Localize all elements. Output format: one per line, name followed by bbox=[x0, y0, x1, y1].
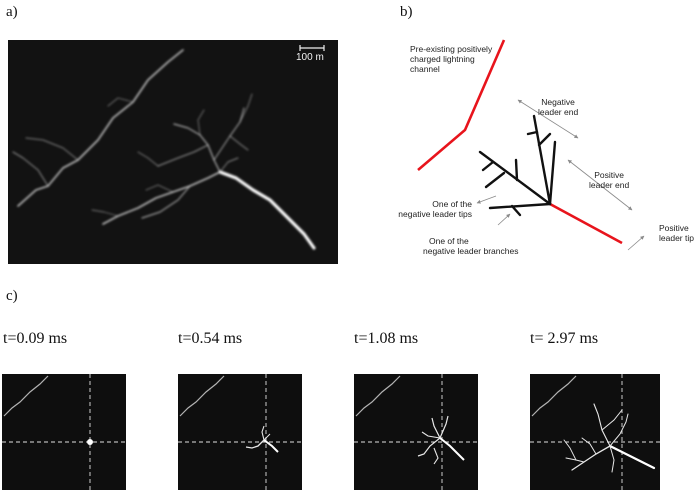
positive-leader-tip-label: Positive leader tip bbox=[659, 223, 694, 243]
positive-leader-line bbox=[549, 202, 623, 245]
lightning-photo-graphic bbox=[8, 40, 338, 264]
frame-4-image bbox=[530, 374, 660, 490]
panel-label-a: a) bbox=[6, 4, 18, 20]
frame-3-image bbox=[354, 374, 478, 490]
frame-4-time: t= 2.97 ms bbox=[530, 330, 599, 347]
frame-2-time: t=0.54 ms bbox=[178, 330, 243, 347]
panel-label-c: c) bbox=[6, 288, 18, 304]
leader-schematic bbox=[417, 39, 645, 251]
negative-leader-branches-label: One of the negative leader branches bbox=[423, 236, 519, 256]
preexisting-channel-label: Pre-existing positively charged lightnin… bbox=[410, 44, 493, 74]
preexisting-channel-line bbox=[417, 39, 506, 171]
scale-bar-label: 100 m bbox=[296, 52, 324, 63]
frame-1-image bbox=[2, 374, 126, 490]
frame-1-time: t=0.09 ms bbox=[3, 330, 68, 347]
positive-leader-end-label: Positive leader end bbox=[589, 170, 630, 190]
frame-3-time: t=1.08 ms bbox=[354, 330, 419, 347]
lightning-photo: 100 m bbox=[8, 40, 338, 264]
negative-leader-tree bbox=[478, 114, 557, 217]
panel-label-b: b) bbox=[400, 4, 413, 20]
negative-leader-tips-label: One of the negative leader tips bbox=[398, 199, 472, 219]
negative-leader-end-label: Negative leader end bbox=[538, 97, 579, 117]
scale-bar bbox=[299, 45, 325, 51]
frame-2-image bbox=[178, 374, 302, 490]
annotation-arrows bbox=[476, 99, 645, 251]
